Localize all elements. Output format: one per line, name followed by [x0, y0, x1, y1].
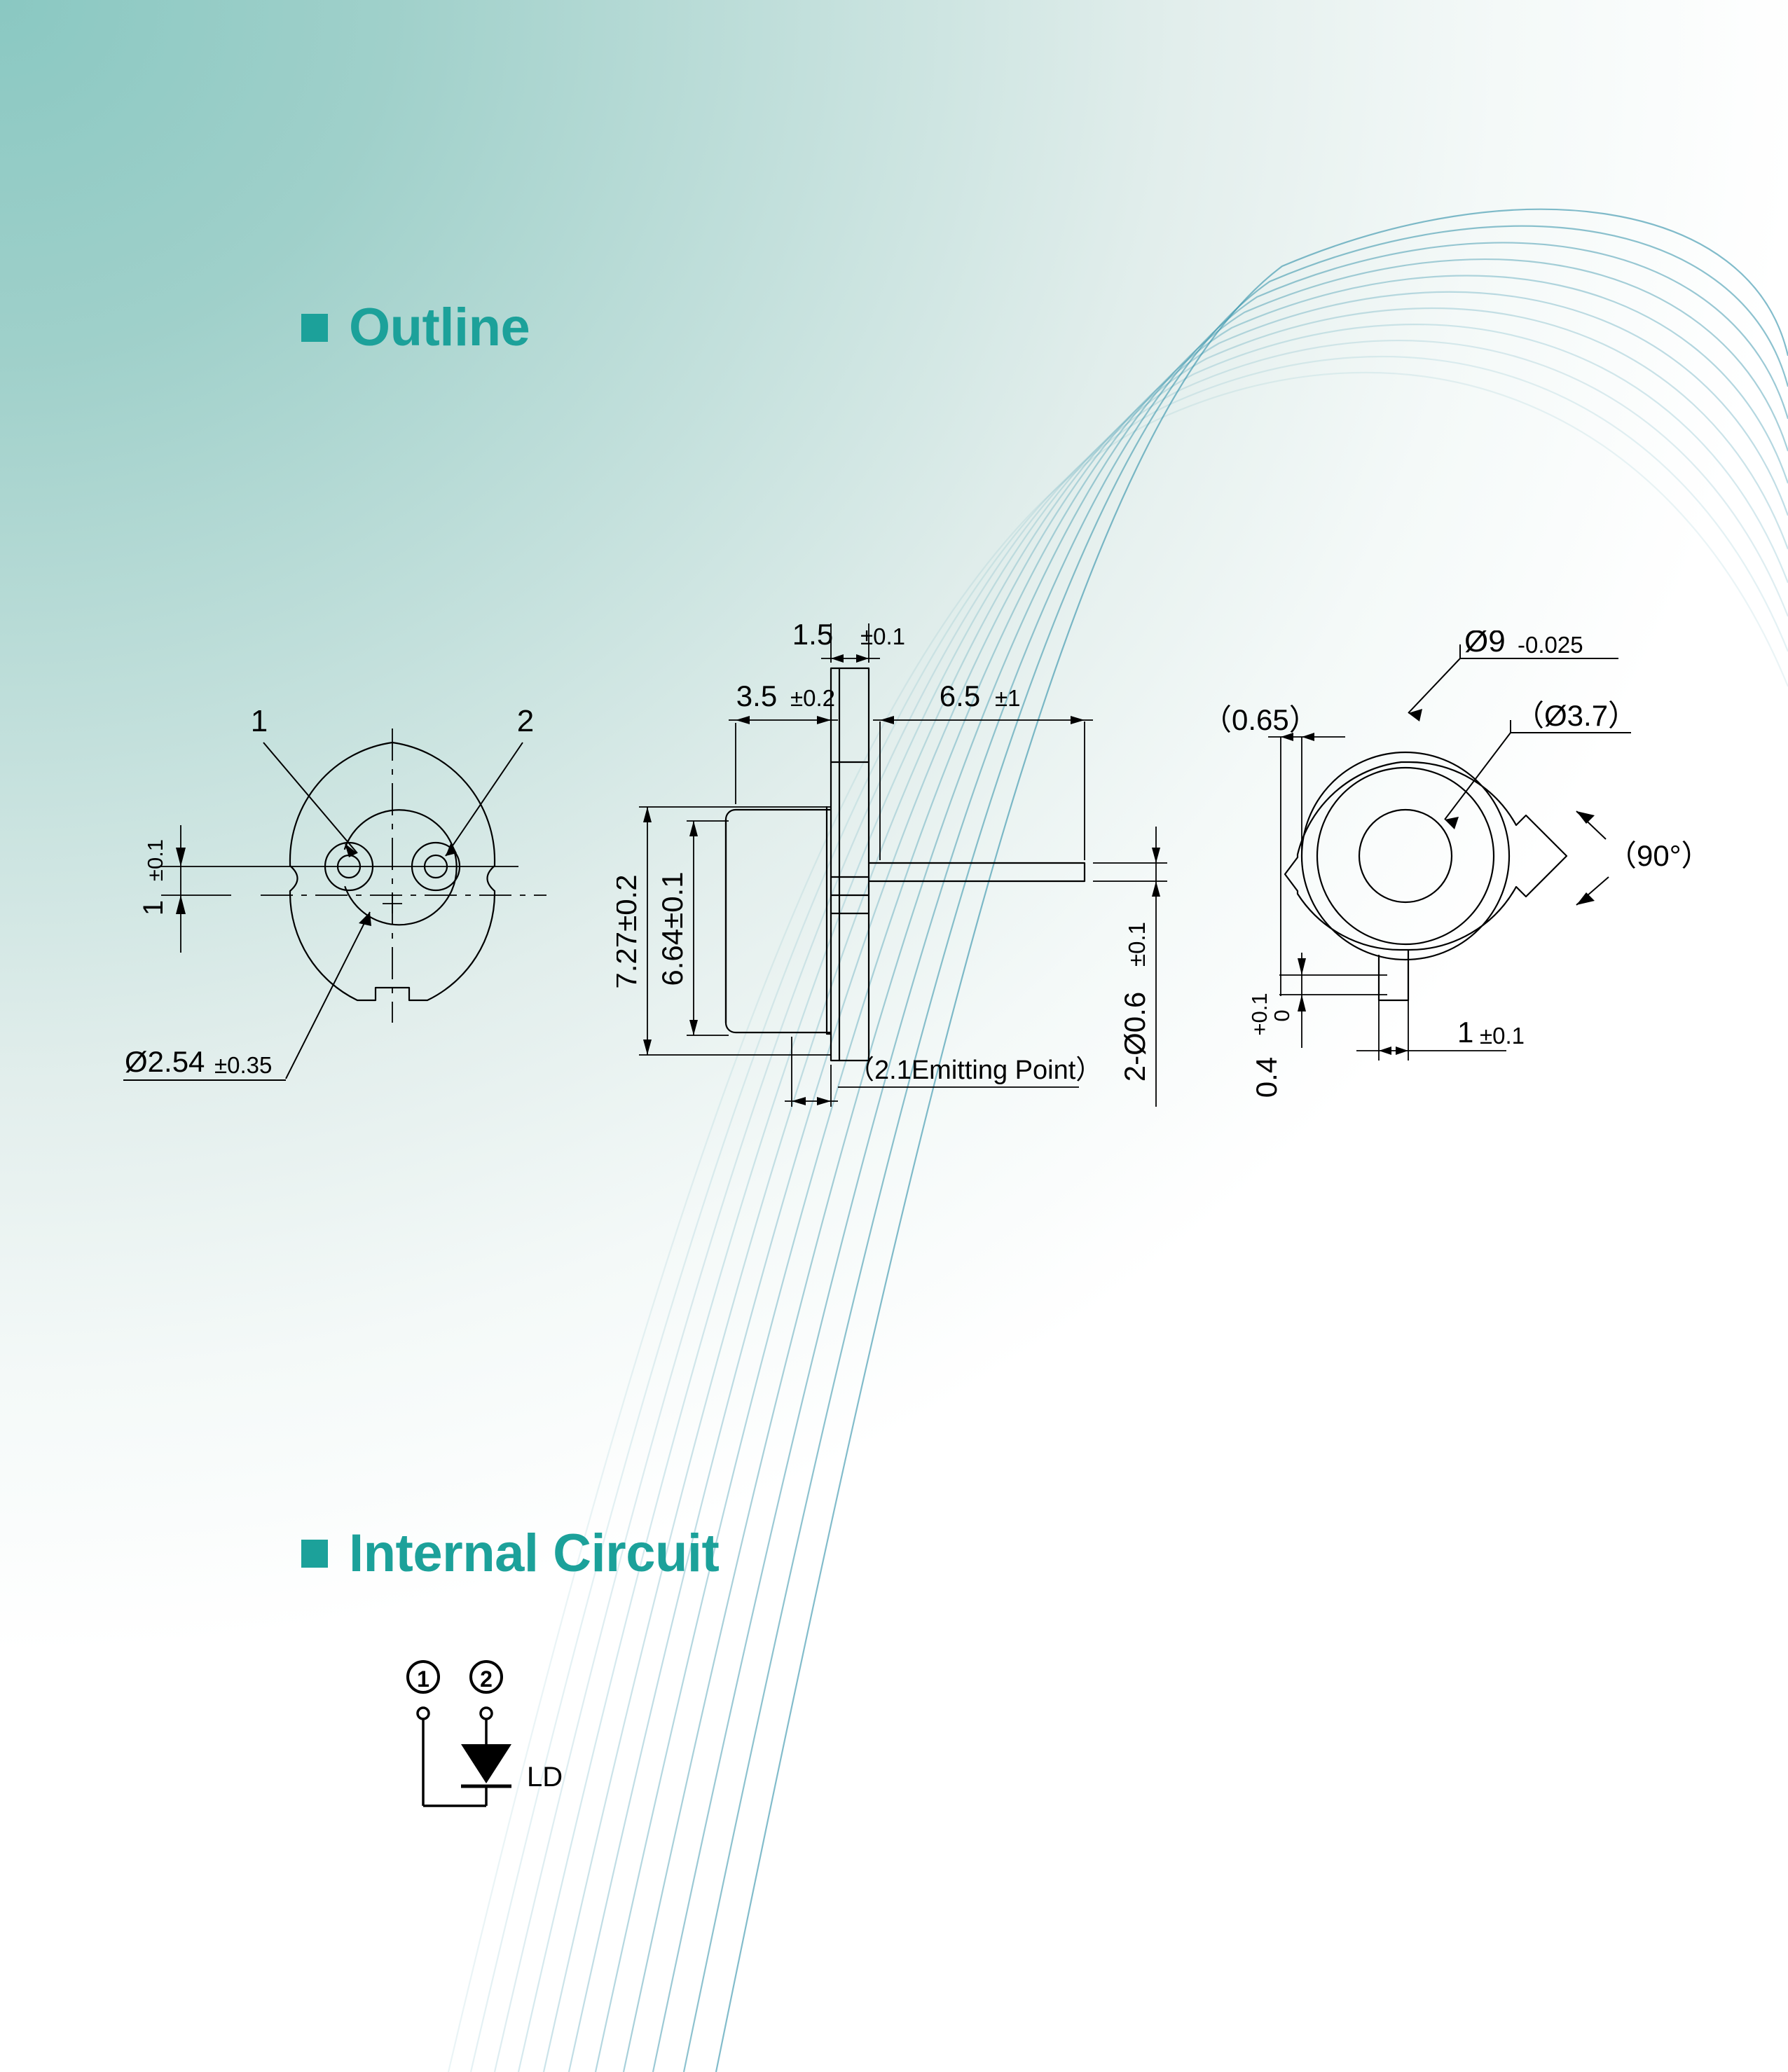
terminal-label-2: 2 — [480, 1666, 493, 1692]
pin-label-1: 1 — [251, 704, 268, 738]
dim-body-dia-value: Ø9 — [1464, 630, 1506, 658]
dim-cap-height-tol: ±0.2 — [790, 685, 835, 711]
dim-overall-width: 7.27±0.2 — [617, 874, 642, 988]
pin-label-2: 2 — [517, 704, 534, 738]
dim-pin-circle-dia: Ø2.54 — [125, 1045, 205, 1078]
dim-flat-depth: （0.65） — [1202, 703, 1319, 736]
dim-cap-height-value: 3.5 — [736, 679, 777, 712]
dim-emitting-point: （2.1Emitting Point） — [848, 1056, 1102, 1085]
component-label-ld: LD — [527, 1762, 563, 1793]
dim-tab-width-value: 1 — [1457, 1016, 1473, 1049]
dim-body-dia-tol-upper: 0 — [1523, 630, 1536, 631]
dim-tab-height-value: 0.4 — [1250, 1057, 1283, 1098]
dim-lead-length-tol: ±1 — [995, 685, 1020, 711]
dim-pin-offset-tol: ±0.1 — [143, 839, 167, 881]
dim-lead-dia-tol: ±0.1 — [1124, 922, 1150, 967]
dim-lead-length-value: 6.5 — [940, 679, 980, 712]
dim-flange-thickness-tol: ±0.1 — [860, 623, 905, 649]
drawing-front-view: Ø9 0 -0.025 （Ø3.7） （90°） — [1177, 605, 1731, 1124]
dim-tab-height-tol-lower: 0 — [1270, 1009, 1294, 1021]
section-title-outline: Outline — [349, 298, 530, 357]
section-heading-outline: Outline — [301, 301, 530, 354]
section-title-internal-circuit: Internal Circuit — [349, 1524, 720, 1583]
dim-body-dia-tol-lower: -0.025 — [1518, 632, 1583, 658]
section-heading-internal-circuit: Internal Circuit — [301, 1524, 720, 1583]
drawing-bottom-view: ±0.1 1 1 2 Ø2.54 ±0.35 — [98, 672, 631, 1110]
laser-diode-symbol — [461, 1744, 511, 1806]
square-bullet-icon — [301, 314, 328, 342]
dim-lead-dia-value: 2-Ø0.6 — [1118, 992, 1151, 1082]
dim-tab-height-tol-upper: +0.1 — [1247, 993, 1272, 1035]
dim-pin-offset-value: 1 — [138, 900, 169, 916]
square-bullet-icon — [301, 1540, 328, 1568]
dim-pin-circle-tol: ±0.35 — [214, 1052, 272, 1078]
dim-notch-angle: （90°） — [1607, 839, 1711, 872]
dim-inner-width: 6.64±0.1 — [656, 871, 689, 986]
dim-window-dia: （Ø3.7） — [1515, 699, 1637, 732]
drawing-side-view: 1.5 ±0.1 3.5 ±0.2 6.5 ±1 — [610, 616, 1205, 1124]
terminal-label-1: 1 — [417, 1666, 429, 1692]
drawing-internal-circuit: 1 2 LD — [392, 1660, 631, 1874]
dim-tab-width-tol: ±0.1 — [1480, 1023, 1525, 1049]
dim-flange-thickness-value: 1.5 — [792, 618, 833, 651]
